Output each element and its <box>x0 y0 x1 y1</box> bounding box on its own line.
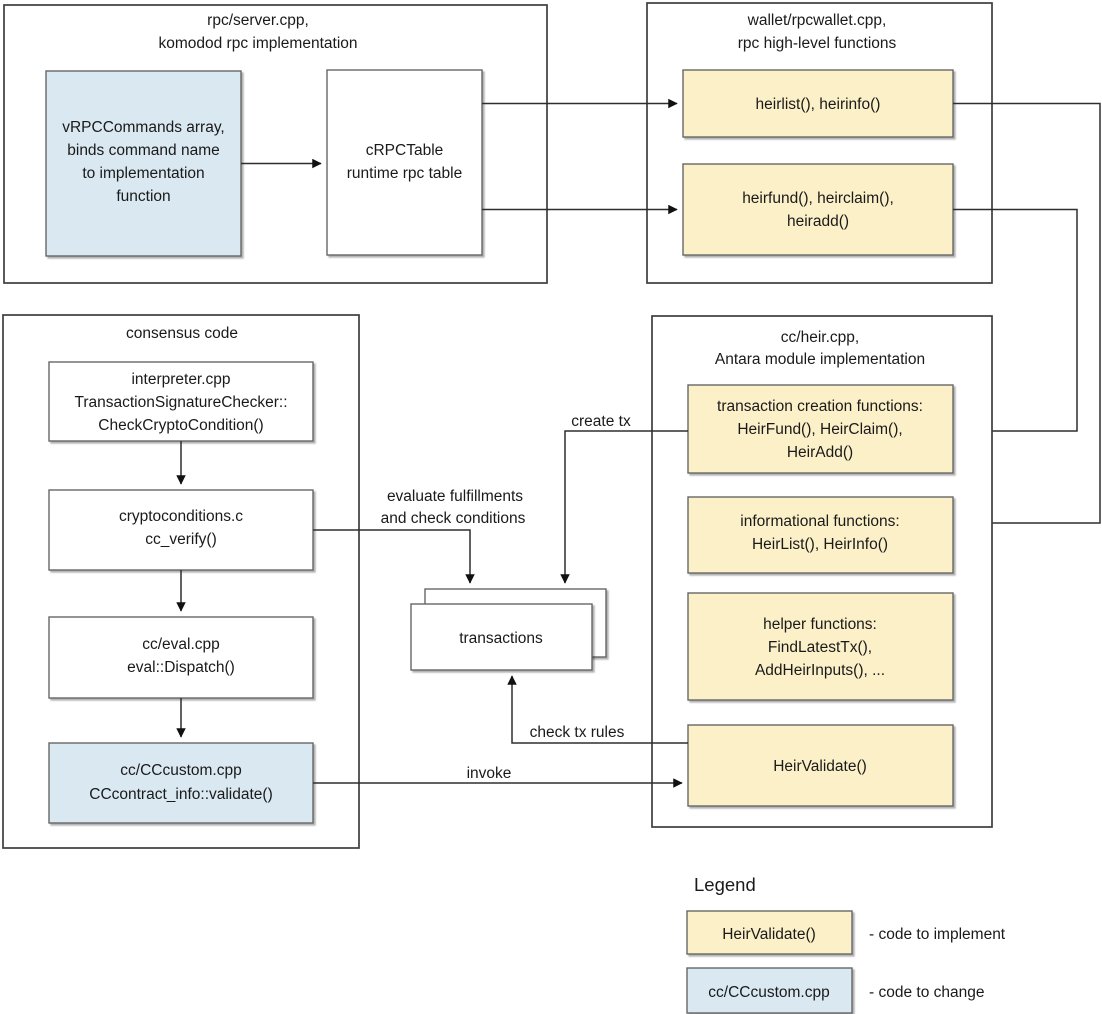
node-transactions: transactions <box>410 588 607 671</box>
node-cryptoconditions-line1: cryptoconditions.c <box>119 508 243 525</box>
legend: Legend HeirValidate() - code to implemen… <box>686 874 1006 1014</box>
container-wallet-rpc-title-line1: wallet/rpcwallet.cpp, <box>747 12 887 29</box>
connector-heirfund-to-txcreation <box>953 208 1078 436</box>
node-heirfund-rpc-line1: heirfund(), heirclaim(), <box>742 190 894 207</box>
node-helper-line1: helper functions: <box>763 616 877 633</box>
node-cryptoconditions-line2: cc_verify() <box>145 531 216 548</box>
edge-label-evaluate-line1: evaluate fulfillments <box>387 488 523 505</box>
node-heirlist-rpc: heirlist(), heirinfo() <box>682 69 954 138</box>
node-vrpc-commands-line2: binds command name <box>67 142 220 159</box>
node-interpreter-box <box>48 361 314 442</box>
node-vrpc-commands-box <box>45 70 242 257</box>
node-interpreter: interpreter.cpp TransactionSignatureChec… <box>48 361 314 442</box>
connector-create-tx-line <box>560 430 688 584</box>
node-tx-creation-line1: transaction creation functions: <box>717 398 923 415</box>
node-informational-line2: HeirList(), HeirInfo() <box>752 536 888 553</box>
node-cc-custom-line1: cc/CCcustom.cpp <box>120 762 241 779</box>
legend-change-swatch <box>686 967 853 1014</box>
node-interpreter-line1: interpreter.cpp <box>131 371 230 388</box>
node-helper-box <box>687 592 954 701</box>
connector-evaluate-fulfillments: evaluate fulfillments and check conditio… <box>313 488 526 584</box>
node-helper: helper functions: FindLatestTx(), AddHei… <box>687 592 954 701</box>
node-cryptoconditions-box <box>48 489 314 571</box>
edge-label-create-tx: create tx <box>571 413 631 430</box>
node-crpc-table-box <box>326 69 483 256</box>
container-wallet-rpc: wallet/rpcwallet.cpp, rpc high-level fun… <box>646 2 993 284</box>
node-transactions-label: transactions <box>459 630 543 647</box>
container-rpc-server-title-line2: komodod rpc implementation <box>158 35 357 52</box>
node-tx-creation-box <box>687 384 954 474</box>
node-crpc-table: cRPCTable runtime rpc table <box>326 69 483 256</box>
container-consensus-title: consensus code <box>126 325 238 342</box>
node-heir-validate: HeirValidate() <box>687 724 954 807</box>
connector-heirlist-to-informational <box>953 102 1101 528</box>
edge-label-check-tx-rules: check tx rules <box>530 724 625 741</box>
node-informational-line1: informational functions: <box>740 513 899 530</box>
node-heirlist-rpc-box <box>682 69 954 138</box>
node-heir-validate-box <box>687 724 954 807</box>
node-cc-eval-line2: eval::Dispatch() <box>127 659 235 676</box>
legend-implement-label: HeirValidate() <box>722 926 816 943</box>
container-consensus: consensus code interpreter.cpp Transacti… <box>2 314 360 849</box>
edge-label-invoke: invoke <box>467 765 512 782</box>
node-cc-eval: cc/eval.cpp eval::Dispatch() <box>48 616 314 699</box>
node-crpc-table-line1: cRPCTable <box>366 142 444 159</box>
node-heirfund-rpc: heirfund(), heirclaim(), heiradd() <box>682 163 954 256</box>
legend-implement-description: - code to implement <box>869 926 1006 943</box>
node-heirfund-rpc-line2: heiradd() <box>787 213 849 230</box>
node-tx-creation-line2: HeirFund(), HeirClaim(), <box>737 421 902 438</box>
container-rpc-server-title-line1: rpc/server.cpp, <box>207 12 309 29</box>
edge-label-evaluate-line2: and check conditions <box>381 510 526 527</box>
node-cc-eval-line1: cc/eval.cpp <box>142 636 220 653</box>
node-vrpc-commands: vRPCCommands array, binds command name t… <box>45 70 242 257</box>
connector-check-tx-rules: check tx rules <box>507 675 688 744</box>
container-heir: cc/heir.cpp, Antara module implementatio… <box>651 315 993 828</box>
node-vrpc-commands-line4: function <box>116 188 170 205</box>
node-cryptoconditions: cryptoconditions.c cc_verify() <box>48 489 314 571</box>
connector-create-tx: create tx <box>560 413 688 584</box>
connector-invoke: invoke <box>313 765 683 788</box>
connector-evaluate-fulfillments-line <box>313 529 475 584</box>
container-wallet-rpc-title-line2: rpc high-level functions <box>738 35 897 52</box>
node-crpc-table-line2: runtime rpc table <box>347 165 462 182</box>
node-helper-line2: FindLatestTx(), <box>768 639 872 656</box>
node-vrpc-commands-line1: vRPCCommands array, <box>62 119 225 136</box>
node-cc-eval-box <box>48 616 314 699</box>
legend-implement-swatch <box>686 910 853 955</box>
node-heirfund-rpc-box <box>682 163 954 256</box>
node-interpreter-line3: CheckCryptoCondition() <box>98 417 263 434</box>
legend-title: Legend <box>694 874 756 895</box>
node-heirlist-rpc-line1: heirlist(), heirinfo() <box>756 96 881 113</box>
node-cc-custom-box <box>48 742 314 824</box>
node-informational: informational functions: HeirList(), Hei… <box>687 496 954 574</box>
node-helper-line3: AddHeirInputs(), ... <box>755 662 885 679</box>
node-cc-custom-line2: CCcontract_info::validate() <box>89 786 273 803</box>
node-cc-custom: cc/CCcustom.cpp CCcontract_info::validat… <box>48 742 314 824</box>
legend-change-label: cc/CCcustom.cpp <box>708 984 829 1001</box>
node-transactions-front-box <box>410 603 593 671</box>
legend-change-description: - code to change <box>869 984 984 1001</box>
container-heir-title-line2: Antara module implementation <box>715 351 925 368</box>
container-rpc-server: rpc/server.cpp, komodod rpc implementati… <box>3 4 548 284</box>
node-interpreter-line2: TransactionSignatureChecker:: <box>74 394 287 411</box>
container-heir-title-line1: cc/heir.cpp, <box>781 329 859 346</box>
connector-check-tx-rules-line <box>507 675 688 744</box>
node-vrpc-commands-line3: to implementation <box>82 165 204 182</box>
node-tx-creation-line3: HeirAdd() <box>787 444 853 461</box>
node-informational-box <box>687 496 954 574</box>
node-heir-validate-line1: HeirValidate() <box>773 758 867 775</box>
node-tx-creation: transaction creation functions: HeirFund… <box>687 384 954 474</box>
